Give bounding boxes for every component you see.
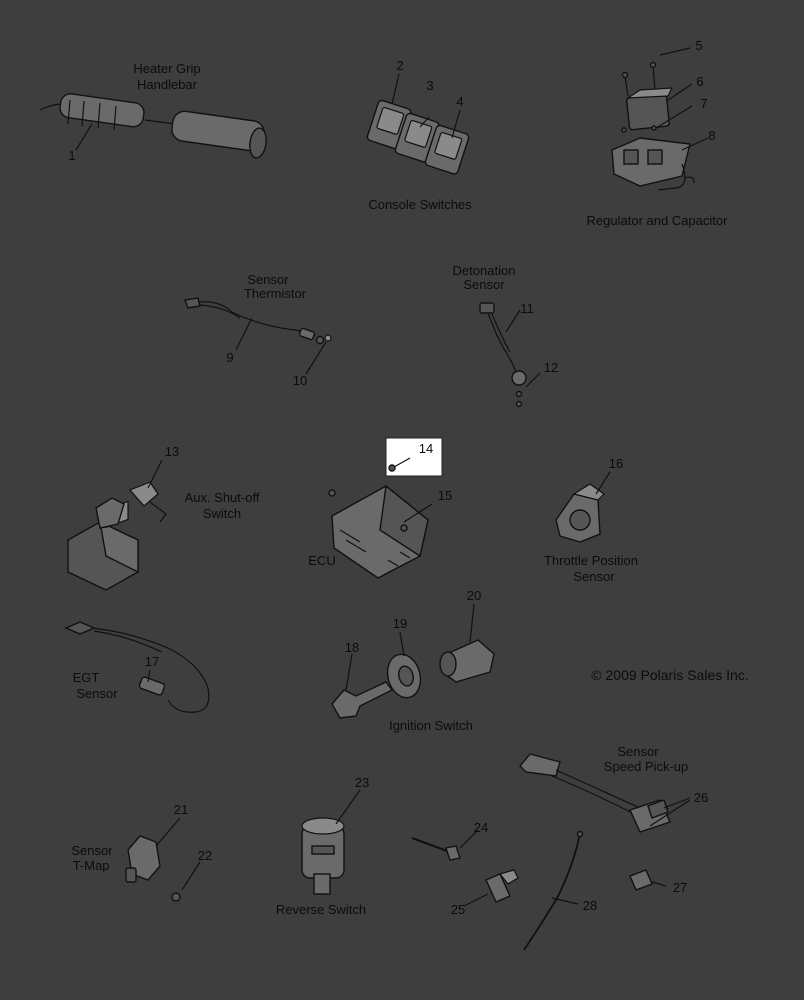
egt-sensor-label-line2: Sensor	[76, 686, 118, 701]
part-number-20: 20	[467, 588, 481, 603]
part-number-4: 4	[456, 94, 463, 109]
part-number-24: 24	[474, 820, 488, 835]
heater-grip-group: 1 Heater Grip Handlebar	[39, 61, 267, 163]
throttle-position-label-line2: Sensor	[573, 569, 615, 584]
aux-shutoff-group: 13 Aux. Shut-off Switch	[67, 444, 260, 591]
throttle-position-label-line1: Throttle Position	[544, 553, 638, 568]
ecu-label: ECU	[308, 553, 335, 568]
part-number-12: 12	[544, 360, 558, 375]
part-number-3: 3	[426, 78, 433, 93]
sensor-thermistor-label-line2: Thermistor	[244, 286, 307, 301]
part-number-27: 27	[673, 880, 687, 895]
part-number-22: 22	[198, 848, 212, 863]
detonation-sensor-group: 11 12 Detonation Sensor	[453, 263, 558, 408]
throttle-position-group: 16 Throttle Position Sensor	[544, 456, 638, 584]
heater-grip-label-line2: Handlebar	[137, 77, 198, 92]
part-number-15: 15	[438, 488, 452, 503]
reverse-switch-label: Reverse Switch	[276, 902, 366, 917]
ecu-group: 14 15 ECU	[308, 437, 452, 579]
part-number-10: 10	[293, 373, 307, 388]
aux-shutoff-label-line1: Aux. Shut-off	[185, 490, 260, 505]
heater-grip-label-line1: Heater Grip	[133, 61, 200, 76]
detonation-sensor-label-line1: Detonation	[453, 263, 516, 278]
part-number-6: 6	[696, 74, 703, 89]
ignition-switch-label: Ignition Switch	[389, 718, 473, 733]
tmap-sensor-label-line1: Sensor	[71, 843, 113, 858]
detonation-sensor-label-line2: Sensor	[463, 277, 505, 292]
part-number-7: 7	[700, 96, 707, 111]
speed-pickup-label-line1: Sensor	[617, 744, 659, 759]
part-number-17: 17	[145, 654, 159, 669]
part-number-1: 1	[68, 148, 75, 163]
part-number-28: 28	[583, 898, 597, 913]
part-number-9: 9	[226, 350, 233, 365]
part-number-5: 5	[695, 38, 702, 53]
part-number-14: 14	[419, 441, 433, 456]
reverse-switch-group: 23 Reverse Switch	[276, 775, 369, 917]
tmap-sensor-group: 21 22 Sensor T-Map	[71, 802, 212, 902]
misc-parts-group: 24 25 28	[411, 820, 597, 951]
egt-sensor-group: 17 EGT Sensor	[64, 621, 210, 713]
part-number-21: 21	[174, 802, 188, 817]
part-number-25: 25	[451, 902, 465, 917]
speed-pickup-group: 26 Sensor Speed Pick-up 27	[519, 744, 708, 895]
part-number-16: 16	[609, 456, 623, 471]
regulator-label: Regulator and Capacitor	[587, 213, 729, 228]
copyright-notice: © 2009 Polaris Sales Inc.	[591, 667, 748, 683]
part-number-18: 18	[345, 640, 359, 655]
part-number-11: 11	[520, 301, 534, 316]
console-switches-label: Console Switches	[368, 197, 472, 212]
tmap-sensor-label-line2: T-Map	[73, 858, 110, 873]
aux-shutoff-label-line2: Switch	[203, 506, 241, 521]
ignition-switch-group: 18 19 20 Ignition Switch	[331, 588, 495, 733]
speed-pickup-label-line2: Speed Pick-up	[604, 759, 689, 774]
part-number-13: 13	[165, 444, 179, 459]
part-number-23: 23	[355, 775, 369, 790]
part-number-26: 26	[694, 790, 708, 805]
regulator-group: 5 6 7 8 Regulator and Capacitor	[587, 38, 729, 228]
part-number-19: 19	[393, 616, 407, 631]
highlight-box-part-14	[385, 437, 443, 477]
part-number-8: 8	[708, 128, 715, 143]
sensor-thermistor-group: 9 10 Sensor Thermistor	[184, 272, 332, 388]
console-switches-group: 2 3 4 Console Switches	[366, 58, 472, 212]
sensor-thermistor-label-line1: Sensor	[247, 272, 289, 287]
part-number-2: 2	[396, 58, 403, 73]
egt-sensor-label-line1: EGT	[73, 670, 100, 685]
